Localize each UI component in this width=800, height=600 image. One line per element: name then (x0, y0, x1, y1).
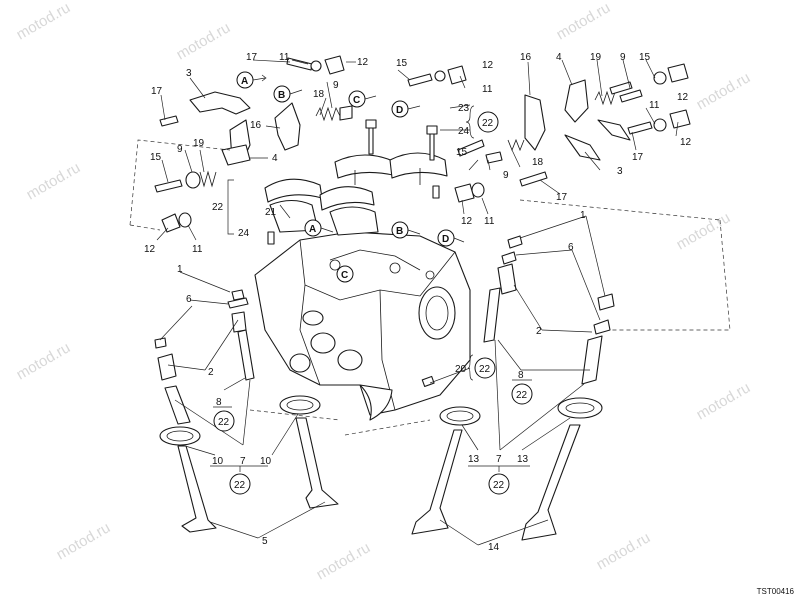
callout-7: 7 (496, 454, 502, 465)
callout-9: 9 (333, 80, 339, 91)
callout-17: 17 (556, 192, 568, 203)
callout-labels: 3 17 17 11 12 9 18 16 4 15 9 19 12 11 22… (144, 52, 692, 553)
detail-marker-a: A (309, 224, 316, 235)
rocker-group-right (407, 63, 691, 203)
kit-ref-22: 22 (516, 390, 528, 401)
callout-24: 24 (238, 228, 250, 239)
callout-17: 17 (151, 86, 163, 97)
watermark: motod.ru (24, 159, 84, 203)
callout-15: 15 (639, 52, 651, 63)
kit-references: 22 22 22 22 22 22 (213, 111, 533, 495)
callout-13: 13 (468, 454, 480, 465)
detail-markers: A B C D A B C D (236, 71, 465, 283)
callout-8: 8 (216, 397, 222, 408)
kit-ref-22: 22 (493, 480, 505, 491)
callout-10: 10 (212, 456, 224, 467)
watermark: motod.ru (694, 379, 754, 423)
valve-train-left (154, 289, 339, 533)
watermark: motod.ru (314, 539, 374, 583)
watermark: motod.ru (674, 209, 734, 253)
callout-1: 1 (580, 210, 586, 221)
callout-20: 20 (455, 364, 467, 375)
callout-19: 19 (193, 138, 205, 149)
cap-bolts (267, 119, 440, 245)
callout-12: 12 (461, 216, 473, 227)
watermark: motod.ru (554, 0, 614, 43)
callout-9: 9 (177, 144, 183, 155)
callout-15: 15 (456, 147, 468, 158)
kit-brackets (210, 105, 532, 472)
watermark: motod.ru (54, 519, 114, 563)
callout-15: 15 (396, 58, 408, 69)
callout-7: 7 (240, 456, 246, 467)
kit-ref-22: 22 (479, 364, 491, 375)
detail-marker-b: B (396, 226, 403, 237)
callout-14: 14 (488, 542, 500, 553)
callout-23: 23 (458, 103, 470, 114)
callout-3: 3 (617, 166, 623, 177)
detail-marker-d: D (442, 234, 449, 245)
callout-17: 17 (246, 52, 258, 63)
leader-lines (156, 59, 679, 546)
callout-2: 2 (536, 326, 542, 337)
callout-12: 12 (680, 137, 692, 148)
callout-9: 9 (503, 170, 509, 181)
callout-4: 4 (272, 153, 278, 164)
callout-10: 10 (260, 456, 272, 467)
callout-15: 15 (150, 152, 162, 163)
callout-11: 11 (482, 84, 493, 95)
callout-12: 12 (482, 60, 494, 71)
watermark: motod.ru (594, 529, 654, 573)
detail-marker-c: C (341, 270, 348, 281)
callout-24: 24 (458, 126, 470, 137)
callout-19: 19 (590, 52, 602, 63)
watermark: motod.ru (174, 19, 234, 63)
detail-marker-c: C (353, 95, 360, 106)
detail-marker-d: D (396, 105, 403, 116)
detail-marker-b: B (278, 90, 285, 101)
callout-8: 8 (518, 370, 524, 381)
callout-5: 5 (262, 536, 268, 547)
callout-3: 3 (186, 68, 192, 79)
callout-13: 13 (517, 454, 529, 465)
callout-11: 11 (649, 100, 660, 111)
assembly-dashed-lines (129, 139, 731, 436)
callout-9: 9 (620, 52, 626, 63)
detail-marker-a: A (241, 76, 248, 87)
watermark: motod.ru (14, 339, 74, 383)
callout-21: 21 (265, 207, 277, 218)
callout-17: 17 (632, 152, 644, 163)
valve-train-right (411, 235, 615, 541)
watermark: motod.ru (14, 0, 74, 43)
callout-2: 2 (208, 367, 214, 378)
cylinder-head (254, 231, 471, 421)
callout-12: 12 (677, 92, 689, 103)
callout-11: 11 (192, 244, 203, 255)
callout-16: 16 (250, 120, 262, 131)
kit-ref-22: 22 (234, 480, 246, 491)
callout-4: 4 (556, 52, 562, 63)
watermark: motod.ru (694, 69, 754, 113)
callout-11: 11 (484, 216, 495, 227)
callout-12: 12 (357, 57, 369, 68)
callout-18: 18 (532, 157, 544, 168)
callout-11: 11 (279, 52, 290, 63)
kit-ref-22: 22 (482, 118, 494, 129)
callout-12: 12 (144, 244, 156, 255)
callout-6: 6 (568, 242, 574, 253)
callout-22: 22 (212, 202, 224, 213)
callout-18: 18 (313, 89, 325, 100)
drawing-code: TST00416 (756, 587, 794, 596)
callout-6: 6 (186, 294, 192, 305)
kit-ref-22: 22 (218, 417, 230, 428)
callout-16: 16 (520, 52, 532, 63)
callout-1: 1 (177, 264, 183, 275)
